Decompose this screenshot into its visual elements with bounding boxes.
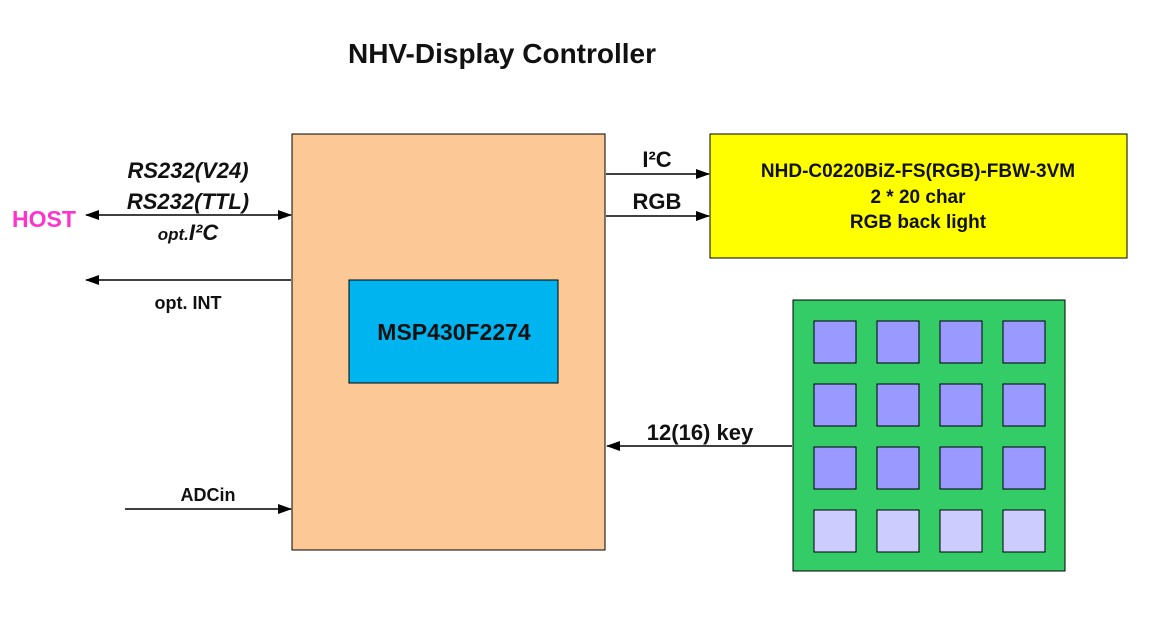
keypad-key — [1002, 383, 1046, 427]
adc-label: ADCin — [181, 485, 236, 505]
keypad-key — [813, 383, 857, 427]
keypad-key — [813, 446, 857, 490]
lcd-char-format: 2 * 20 char — [870, 187, 966, 208]
keypad-label: 12(16) key — [647, 420, 754, 445]
rgb-label: RGB — [633, 189, 682, 214]
interface-label-rs232-v24: RS232(V24) — [127, 158, 248, 183]
keypad-key — [876, 383, 920, 427]
int-label: opt. INT — [155, 293, 222, 313]
keypad-key — [939, 509, 983, 553]
interface-label-rs232-ttl: RS232(TTL) — [127, 189, 249, 214]
keypad-key — [813, 509, 857, 553]
keypad-key-grid — [813, 320, 1046, 553]
keypad-key — [939, 320, 983, 364]
lcd-backlight: RGB back light — [850, 212, 987, 233]
keypad-key — [939, 446, 983, 490]
mcu-chip — [348, 279, 559, 384]
i2c-label: I²C — [642, 147, 671, 172]
keypad-key — [876, 320, 920, 364]
lcd-module — [709, 133, 1128, 259]
host-label: HOST — [12, 206, 76, 232]
keypad-key — [1002, 446, 1046, 490]
keypad-key — [939, 383, 983, 427]
keypad-key — [876, 446, 920, 490]
keypad-key — [813, 320, 857, 364]
opt-prefix: opt. — [158, 225, 189, 244]
keypad-key — [1002, 320, 1046, 364]
interface-label-opt-i2c: opt.I²C — [158, 220, 220, 245]
keypad-key — [876, 509, 920, 553]
mcu-label: MSP430F2274 — [377, 319, 531, 345]
keypad-key — [1002, 509, 1046, 553]
lcd-part-number: NHD-C0220BiZ-FS(RGB)-FBW-3VM — [761, 161, 1075, 182]
diagram-title: NHV-Display Controller — [348, 38, 656, 69]
i2c-main: I²C — [189, 220, 219, 245]
